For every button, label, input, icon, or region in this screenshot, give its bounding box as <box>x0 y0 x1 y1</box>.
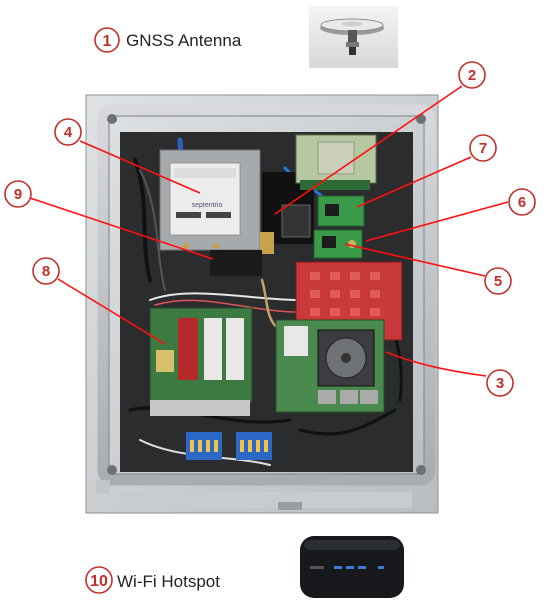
pointer-3 <box>385 351 487 377</box>
pointer-7 <box>365 201 509 242</box>
callout-number-8: 8 <box>42 263 50 280</box>
wifi-hotspot-image <box>300 536 404 598</box>
pointer-4 <box>79 140 201 194</box>
callout-circle-10 <box>85 566 113 594</box>
gnss-receiver-module: septentrio <box>159 149 261 251</box>
enclosure-frame <box>97 104 436 486</box>
wifi-hotspot-label: 10 Wi-Fi Hotspot <box>85 566 220 594</box>
callout-circle-1 <box>94 27 120 53</box>
callout-3: 3 <box>486 369 514 397</box>
gnss-antenna-text: GNSS Antenna <box>126 31 242 50</box>
green-board-6 <box>317 195 365 227</box>
pointer-6 <box>356 156 472 208</box>
pointer-5 <box>344 243 486 277</box>
gnss-antenna-image <box>309 6 398 68</box>
module-brand-text: septentrio <box>192 202 223 209</box>
callout-number-3: 3 <box>496 375 504 392</box>
callout-pointers <box>29 85 509 377</box>
callout-5: 5 <box>484 267 512 295</box>
cpu-board <box>275 319 385 413</box>
callout-9: 9 <box>4 180 32 208</box>
callout-7: 6 <box>508 188 536 216</box>
callout-4: 4 <box>54 118 82 146</box>
callout-2: 2 <box>458 61 486 89</box>
callout-number-10: 10 <box>90 573 108 590</box>
pointer-2 <box>274 85 463 215</box>
green-board-5 <box>313 229 363 259</box>
callout-number-6: 7 <box>479 140 487 157</box>
gnss-antenna-label: 1 GNSS Antenna <box>94 27 242 53</box>
callout-number-9: 9 <box>14 186 22 203</box>
callout-number-7: 6 <box>518 194 526 211</box>
callout-number-2: 2 <box>468 67 476 84</box>
callout-6: 7 <box>469 134 497 162</box>
terminal-blocks <box>186 432 272 460</box>
pointer-9 <box>29 197 214 260</box>
pointer-8 <box>57 278 166 345</box>
callout-number-4: 4 <box>64 124 73 141</box>
black-device <box>210 250 262 276</box>
callout-number-5: 5 <box>494 273 502 290</box>
callout-8: 8 <box>32 257 60 285</box>
embedded-computer <box>149 307 253 416</box>
callout-number-1: 1 <box>103 33 112 50</box>
wifi-hotspot-text: Wi-Fi Hotspot <box>117 572 220 591</box>
radio-board <box>295 134 377 190</box>
